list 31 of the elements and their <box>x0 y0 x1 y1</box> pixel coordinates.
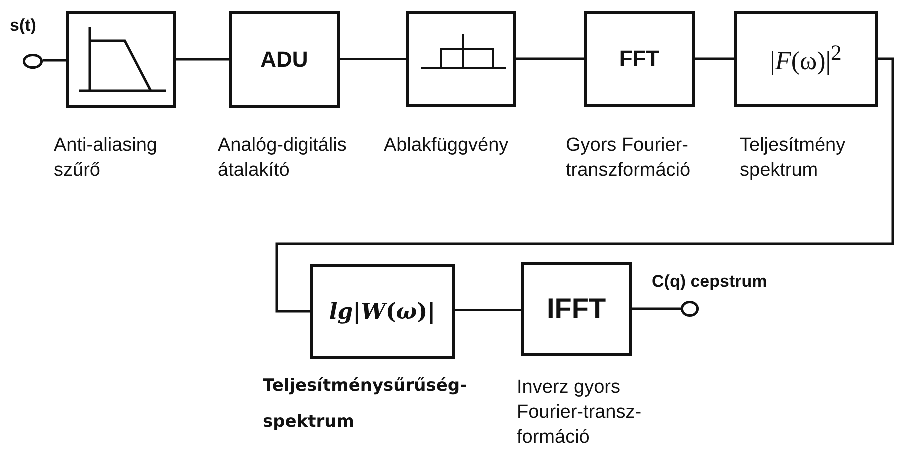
block-caption: Anti-aliasing szűrő <box>54 134 158 183</box>
connector-line <box>455 309 521 312</box>
connector-line <box>340 58 406 60</box>
block-caption: Teljesítmény spektrum <box>740 134 847 183</box>
window-block <box>406 11 516 107</box>
ifft-block <box>521 262 632 356</box>
signal-label: C(q) cepstrum <box>652 272 768 292</box>
block-label: ADU <box>260 46 308 72</box>
log-block <box>310 264 455 359</box>
connector-line <box>516 58 584 60</box>
block-caption: Ablakfüggvény <box>384 134 510 158</box>
power-spectrum-block <box>734 11 878 107</box>
connector-line <box>43 59 66 62</box>
adc-block <box>229 11 340 108</box>
connector-line <box>695 58 734 60</box>
output-terminal <box>681 301 699 317</box>
connector-line <box>176 58 229 61</box>
fft-block <box>584 11 695 107</box>
connector-line <box>632 308 681 310</box>
filter-block <box>66 11 176 108</box>
block-caption: Inverz gyors Fourier-transz- formáció <box>517 376 643 450</box>
block-label: FFT <box>619 46 660 72</box>
block-caption: Teljesítménysűrűség- spektrum <box>263 375 468 434</box>
formula: lg|W(ω)| <box>329 298 436 324</box>
block-caption: Gyors Fourier- transzformáció <box>566 134 692 183</box>
formula: |F(ω)|$^{2}$ <box>770 41 842 77</box>
block-label: IFFT <box>546 293 606 325</box>
block-caption: Analóg-digitális átalakító <box>218 134 348 183</box>
input-terminal <box>23 54 43 69</box>
connector-line <box>276 58 894 313</box>
signal-label: s(t) <box>10 16 36 36</box>
